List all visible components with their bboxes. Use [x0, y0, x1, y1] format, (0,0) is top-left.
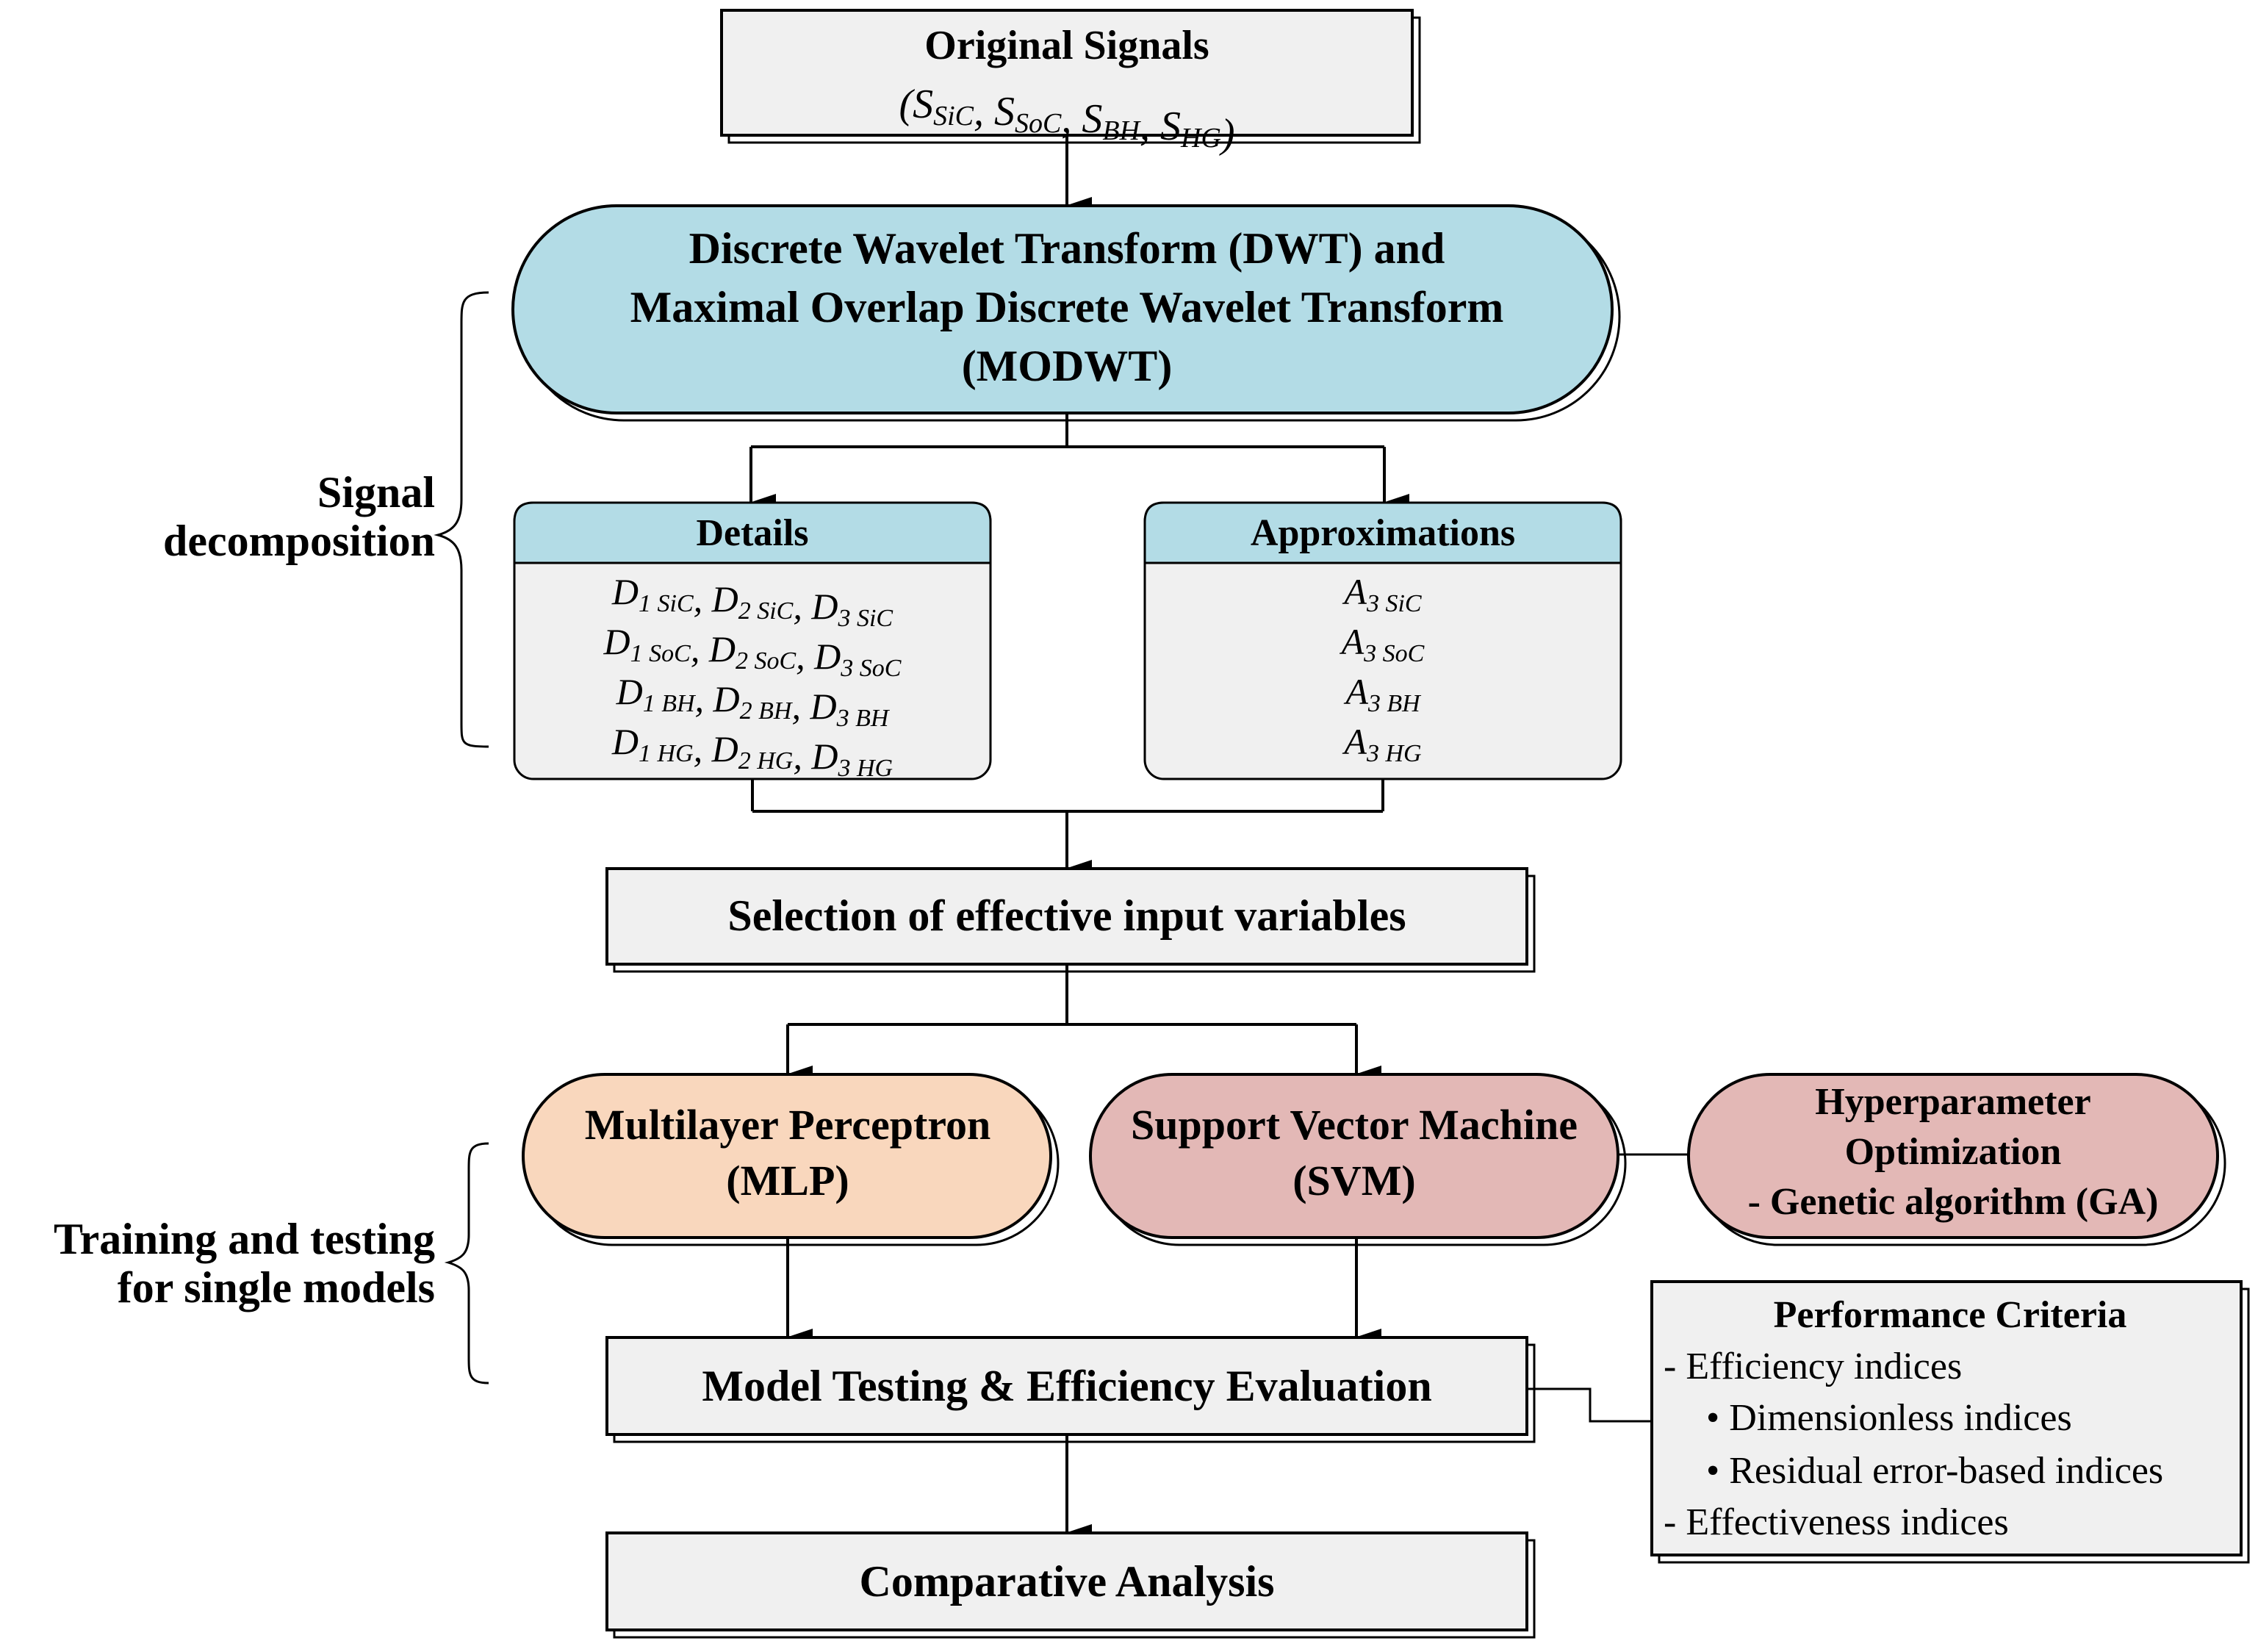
dwt-line-3: (MODWT): [962, 342, 1173, 390]
dwt-line-2: Maximal Overlap Discrete Wavelet Transfo…: [630, 283, 1504, 331]
symbol-subscript: 1 HG: [639, 740, 694, 767]
details-row: D1 HG, D2 HG, D3 HG: [611, 721, 893, 782]
symbol-base: D: [611, 571, 639, 612]
signal-decomposition-label-1: Signal: [317, 468, 435, 517]
performance-item-effectiveness: - Effectiveness indices: [1664, 1501, 2009, 1543]
symbol-subscript: 3 SiC: [837, 605, 893, 632]
symbol-subscript: 3 SiC: [1366, 590, 1422, 617]
symbol-base: A: [1342, 721, 1367, 762]
comparative-analysis-label: Comparative Analysis: [859, 1557, 1274, 1606]
hyper-line-3: - Genetic algorithm (GA): [1748, 1181, 2159, 1223]
details-row: D1 BH, D2 BH, D3 BH: [616, 671, 891, 732]
training-label-1: Training and testing: [54, 1215, 435, 1263]
approximations-row: A3 SiC: [1342, 571, 1421, 617]
hyper-line-1: Hyperparameter: [1815, 1081, 2090, 1123]
symbol-base: D: [603, 621, 630, 662]
signal-decomposition-brace: [434, 291, 489, 748]
symbol-subscript: HG: [1180, 123, 1221, 154]
symbol-base: A: [1340, 621, 1364, 662]
connector-merge-to-selection: [751, 779, 1384, 877]
details-row: D1 SiC, D2 SiC, D3 SiC: [611, 571, 894, 632]
approximations-row: A3 SoC: [1340, 621, 1425, 667]
symbol-base: D: [711, 728, 738, 769]
symbol-base: D: [813, 636, 841, 677]
symbol-subscript: SiC: [933, 101, 974, 132]
symbol-subscript: 2 SoC: [736, 647, 797, 675]
svm-box: Support Vector Machine (SVM): [1089, 1073, 1627, 1246]
symbol-base: D: [809, 686, 836, 727]
symbol-base: D: [711, 578, 738, 620]
details-row: D1 SoC, D2 SoC, D3 SoC: [603, 621, 902, 682]
symbol-subscript: 2 HG: [738, 747, 794, 775]
training-brace: [444, 1142, 489, 1385]
symbol-base: D: [713, 678, 740, 719]
symbol-base: D: [708, 628, 736, 669]
connector-selection-split: [786, 964, 1381, 1083]
approximations-title: Approximations: [1251, 512, 1515, 554]
symbol-subscript: 3 SoC: [840, 655, 902, 682]
selection-box: Selection of effective input variables: [605, 867, 1536, 973]
selection-label: Selection of effective input variables: [727, 891, 1406, 940]
symbol-subscript: 3 BH: [836, 705, 891, 732]
original-signals-formula: (SSiC, SSoC, SBH, SHG): [899, 82, 1234, 157]
symbol-base: D: [616, 671, 643, 712]
model-testing-label: Model Testing & Efficiency Evaluation: [702, 1362, 1431, 1410]
mlp-line-2: (MLP): [726, 1157, 849, 1204]
symbol-subscript: 3 HG: [837, 755, 893, 782]
dwt-line-1: Discrete Wavelet Transform (DWT) and: [689, 224, 1445, 273]
symbol-base: A: [1342, 571, 1367, 612]
dwt-modwt-box: Discrete Wavelet Transform (DWT) and Max…: [511, 204, 1621, 422]
details-title: Details: [696, 512, 808, 554]
approximations-row: A3 BH: [1343, 671, 1422, 717]
original-signals-title: Original Signals: [924, 23, 1209, 68]
symbol-subscript: 2 SiC: [738, 597, 794, 625]
symbol-subscript: 2 BH: [740, 697, 794, 725]
approximations-row: A3 HG: [1342, 721, 1421, 767]
performance-item-dimensionless: • Dimensionless indices: [1706, 1397, 2072, 1439]
symbol-subscript: 3 BH: [1367, 690, 1422, 717]
symbol-subscript: SoC: [1015, 108, 1062, 139]
symbol-base: D: [611, 721, 639, 762]
hyperparameter-box: Hyperparameter Optimization - Genetic al…: [1687, 1073, 2226, 1246]
hyper-line-2: Optimization: [1845, 1131, 2062, 1173]
symbol-base: D: [810, 586, 838, 627]
symbol-base: A: [1343, 671, 1368, 712]
performance-item-efficiency: - Efficiency indices: [1664, 1346, 1962, 1387]
symbol-subscript: 1 SoC: [630, 640, 691, 667]
symbol-base: S: [1082, 96, 1102, 142]
symbol-base: S: [994, 89, 1015, 134]
symbol-base: S: [1160, 104, 1181, 149]
symbol-subscript: 3 SoC: [1363, 640, 1425, 667]
connector-testing-performance: [1527, 1387, 1652, 1423]
symbol-subscript: 3 HG: [1366, 740, 1422, 767]
performance-criteria-box: Performance Criteria - Efficiency indice…: [1650, 1280, 2250, 1564]
comparative-analysis-box: Comparative Analysis: [605, 1531, 1536, 1639]
mlp-box: Multilayer Perceptron (MLP): [522, 1073, 1060, 1246]
original-signals-box: Original Signals (SSiC, SSoC, SBH, SHG): [720, 9, 1421, 157]
symbol-subscript: 1 BH: [643, 690, 697, 717]
svm-line-2: (SVM): [1292, 1157, 1416, 1204]
symbol-base: D: [810, 736, 838, 777]
svm-line-1: Support Vector Machine: [1131, 1101, 1578, 1149]
performance-item-residual: • Residual error-based indices: [1706, 1450, 2163, 1492]
model-testing-box: Model Testing & Efficiency Evaluation: [605, 1336, 1536, 1443]
performance-title: Performance Criteria: [1774, 1294, 2127, 1336]
training-label-2: for single models: [118, 1263, 435, 1312]
mlp-line-1: Multilayer Perceptron: [585, 1101, 990, 1149]
signal-decomposition-label-2: decomposition: [163, 517, 435, 565]
symbol-base: S: [913, 82, 933, 127]
symbol-subscript: 1 SiC: [639, 590, 694, 617]
symbol-subscript: BH: [1102, 115, 1141, 146]
connector-dwt-split: [749, 413, 1409, 511]
